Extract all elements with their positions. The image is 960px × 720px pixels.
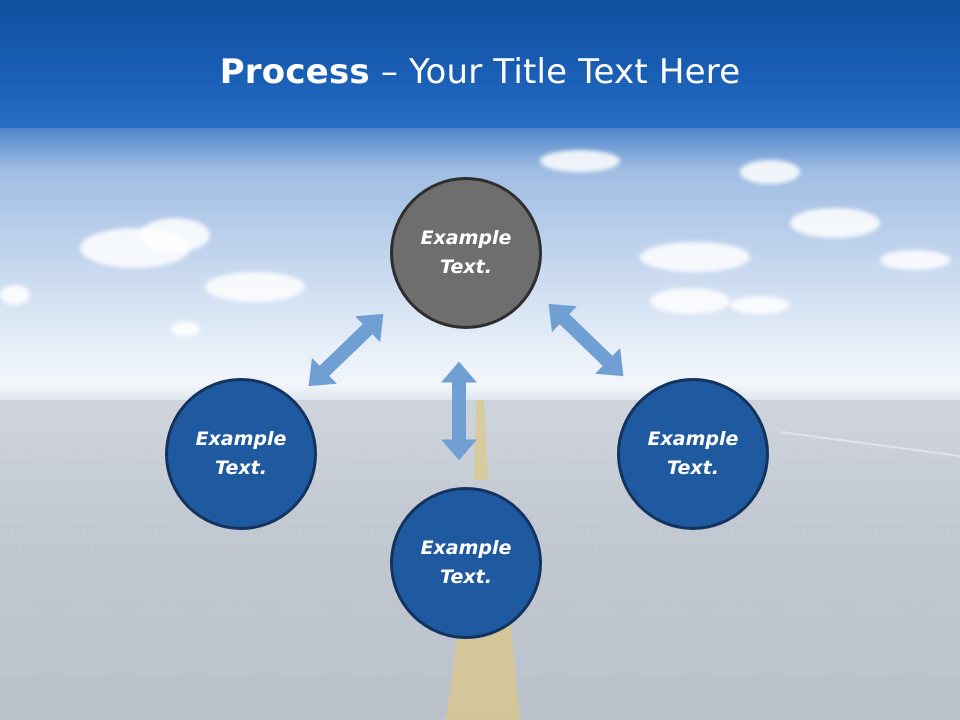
page-title: Process – Your Title Text Here [0,52,960,92]
cloud [540,150,620,172]
arrow-right-diagonal [536,290,636,390]
node-left: Example Text. [165,378,317,530]
cloud [170,322,200,336]
cloud [880,250,950,270]
node-bottom-label: Example Text. [420,537,512,588]
node-top-label: Example Text. [420,227,512,278]
cloud [640,242,750,272]
cloud [790,208,880,238]
node-right: Example Text. [617,378,769,530]
title-rest: – Your Title Text Here [369,52,741,92]
cloud [205,272,305,302]
cloud [140,218,210,252]
node-bottom: Example Text. [390,487,542,639]
arrow-left-diagonal [296,300,396,400]
arrow-vertical [441,361,477,461]
cloud [650,288,730,314]
node-right-label: Example Text. [647,428,739,479]
node-left-label: Example Text. [195,428,287,479]
node-top: Example Text. [390,177,542,329]
title-bold: Process [219,52,370,92]
cloud [730,296,790,314]
cloud [740,160,800,184]
cloud [0,285,30,305]
title-banner [0,0,960,128]
